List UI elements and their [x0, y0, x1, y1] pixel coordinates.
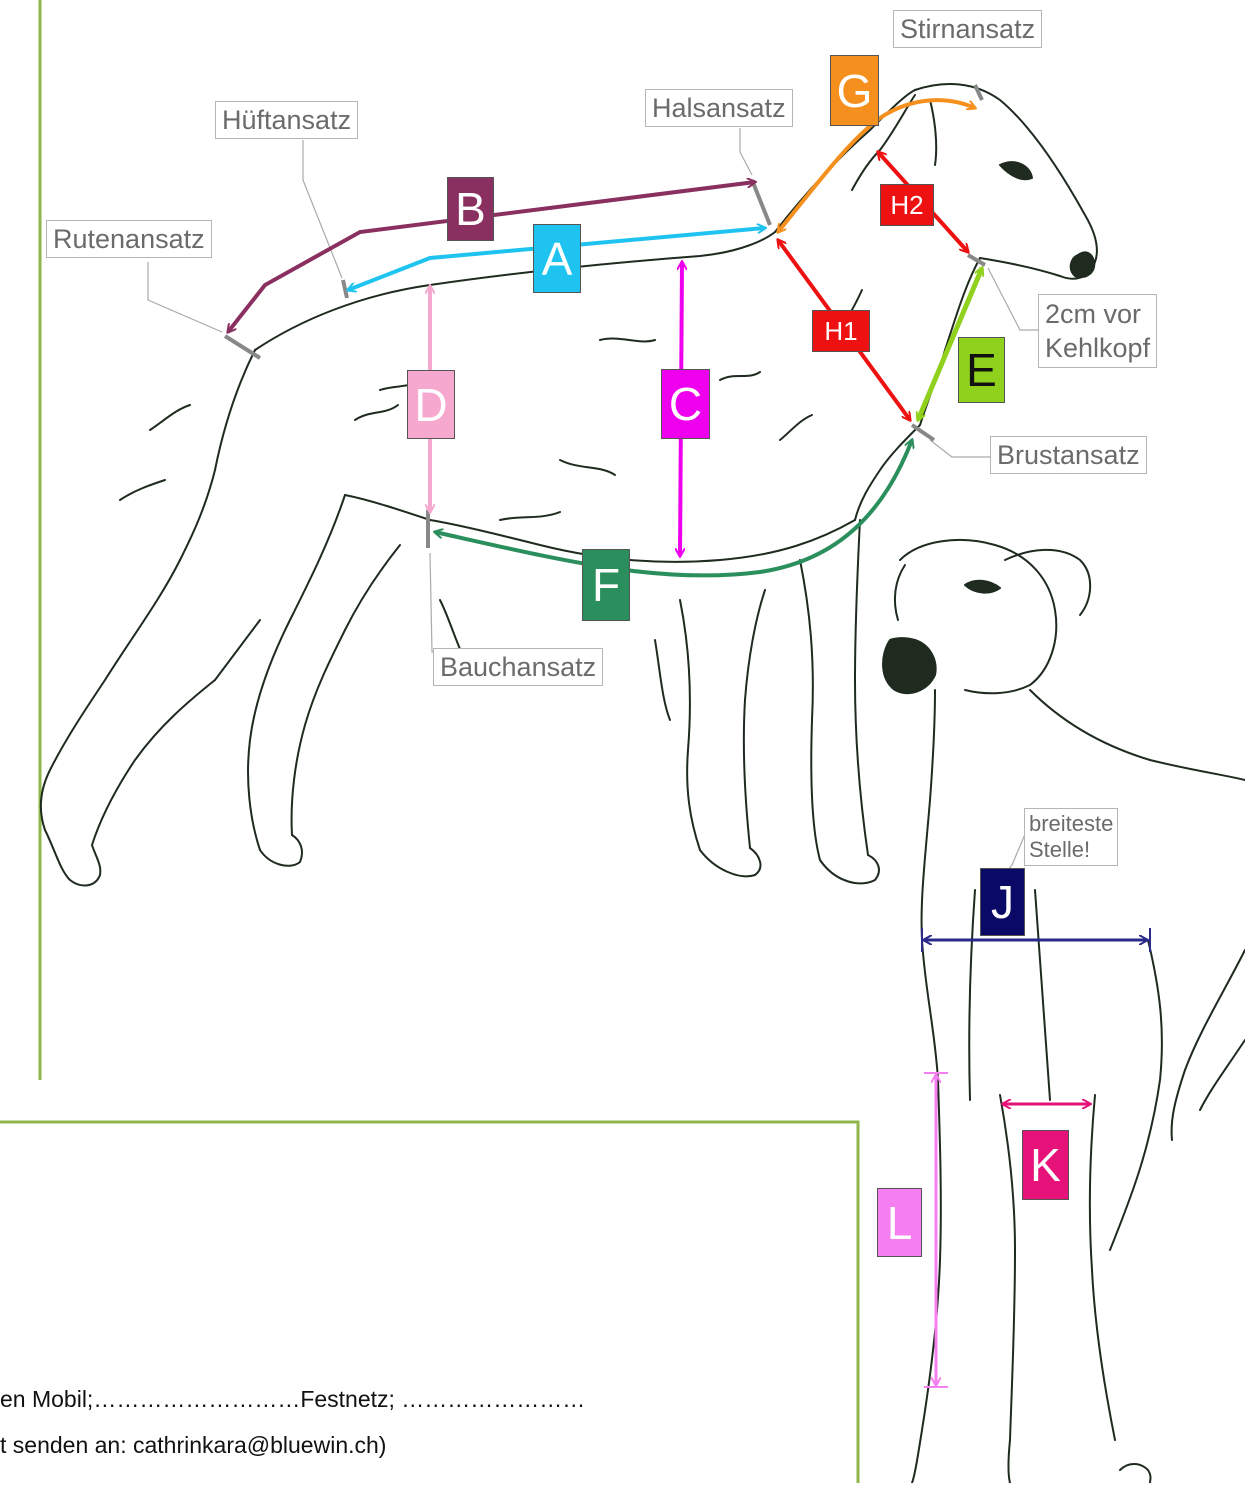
front-dog-outline	[882, 539, 1245, 1484]
measure-line-b	[228, 182, 755, 332]
callout-stirnansatz: Stirnansatz	[893, 10, 1043, 48]
callout-hueftansatz: Hüftansatz	[215, 101, 359, 139]
measure-line-g	[778, 98, 975, 232]
measure-tag-l: L	[877, 1188, 922, 1257]
callout-breiteste-line1: breiteste	[1029, 811, 1114, 836]
callout-bauchansatz: Bauchansatz	[433, 648, 604, 686]
form-line-email: t senden an: cathrinkara@bluewin.ch)	[0, 1432, 387, 1458]
measure-tag-c: C	[661, 369, 710, 439]
anchor-ticks	[223, 84, 987, 548]
callout-brustansatz: Brustansatz	[990, 436, 1147, 474]
measure-tag-j: J	[980, 868, 1025, 936]
measure-tag-h1: H1	[812, 310, 870, 352]
callout-breiteste-stelle: breiteste Stelle!	[1024, 808, 1119, 866]
measure-tag-d: D	[407, 370, 455, 439]
measure-tag-a: A	[533, 224, 581, 293]
callout-leaders	[147, 128, 1040, 881]
callout-kehlkopf-line1: 2cm vor	[1045, 299, 1142, 329]
measure-tag-g: G	[830, 55, 879, 126]
callout-breiteste-line2: Stelle!	[1029, 837, 1091, 862]
form-frame	[0, 0, 860, 1483]
measure-tag-f: F	[582, 549, 630, 621]
callout-rutenansatz: Rutenansatz	[46, 220, 212, 258]
measure-tag-e: E	[958, 337, 1005, 403]
measure-tag-k: K	[1022, 1130, 1069, 1200]
measure-tag-b: B	[447, 177, 494, 241]
measure-line-e	[918, 268, 982, 420]
callout-kehlkopf-line2: Kehlkopf	[1045, 333, 1151, 363]
callout-kehlkopf: 2cm vor Kehlkopf	[1038, 294, 1158, 368]
measure-tag-h2: H2	[880, 184, 934, 226]
measure-line-a	[348, 228, 765, 290]
measure-line-f	[435, 440, 912, 578]
callout-halsansatz: Halsansatz	[645, 89, 793, 127]
form-line-phone: en Mobil;………………………Festnetz; ……………………	[0, 1386, 586, 1412]
